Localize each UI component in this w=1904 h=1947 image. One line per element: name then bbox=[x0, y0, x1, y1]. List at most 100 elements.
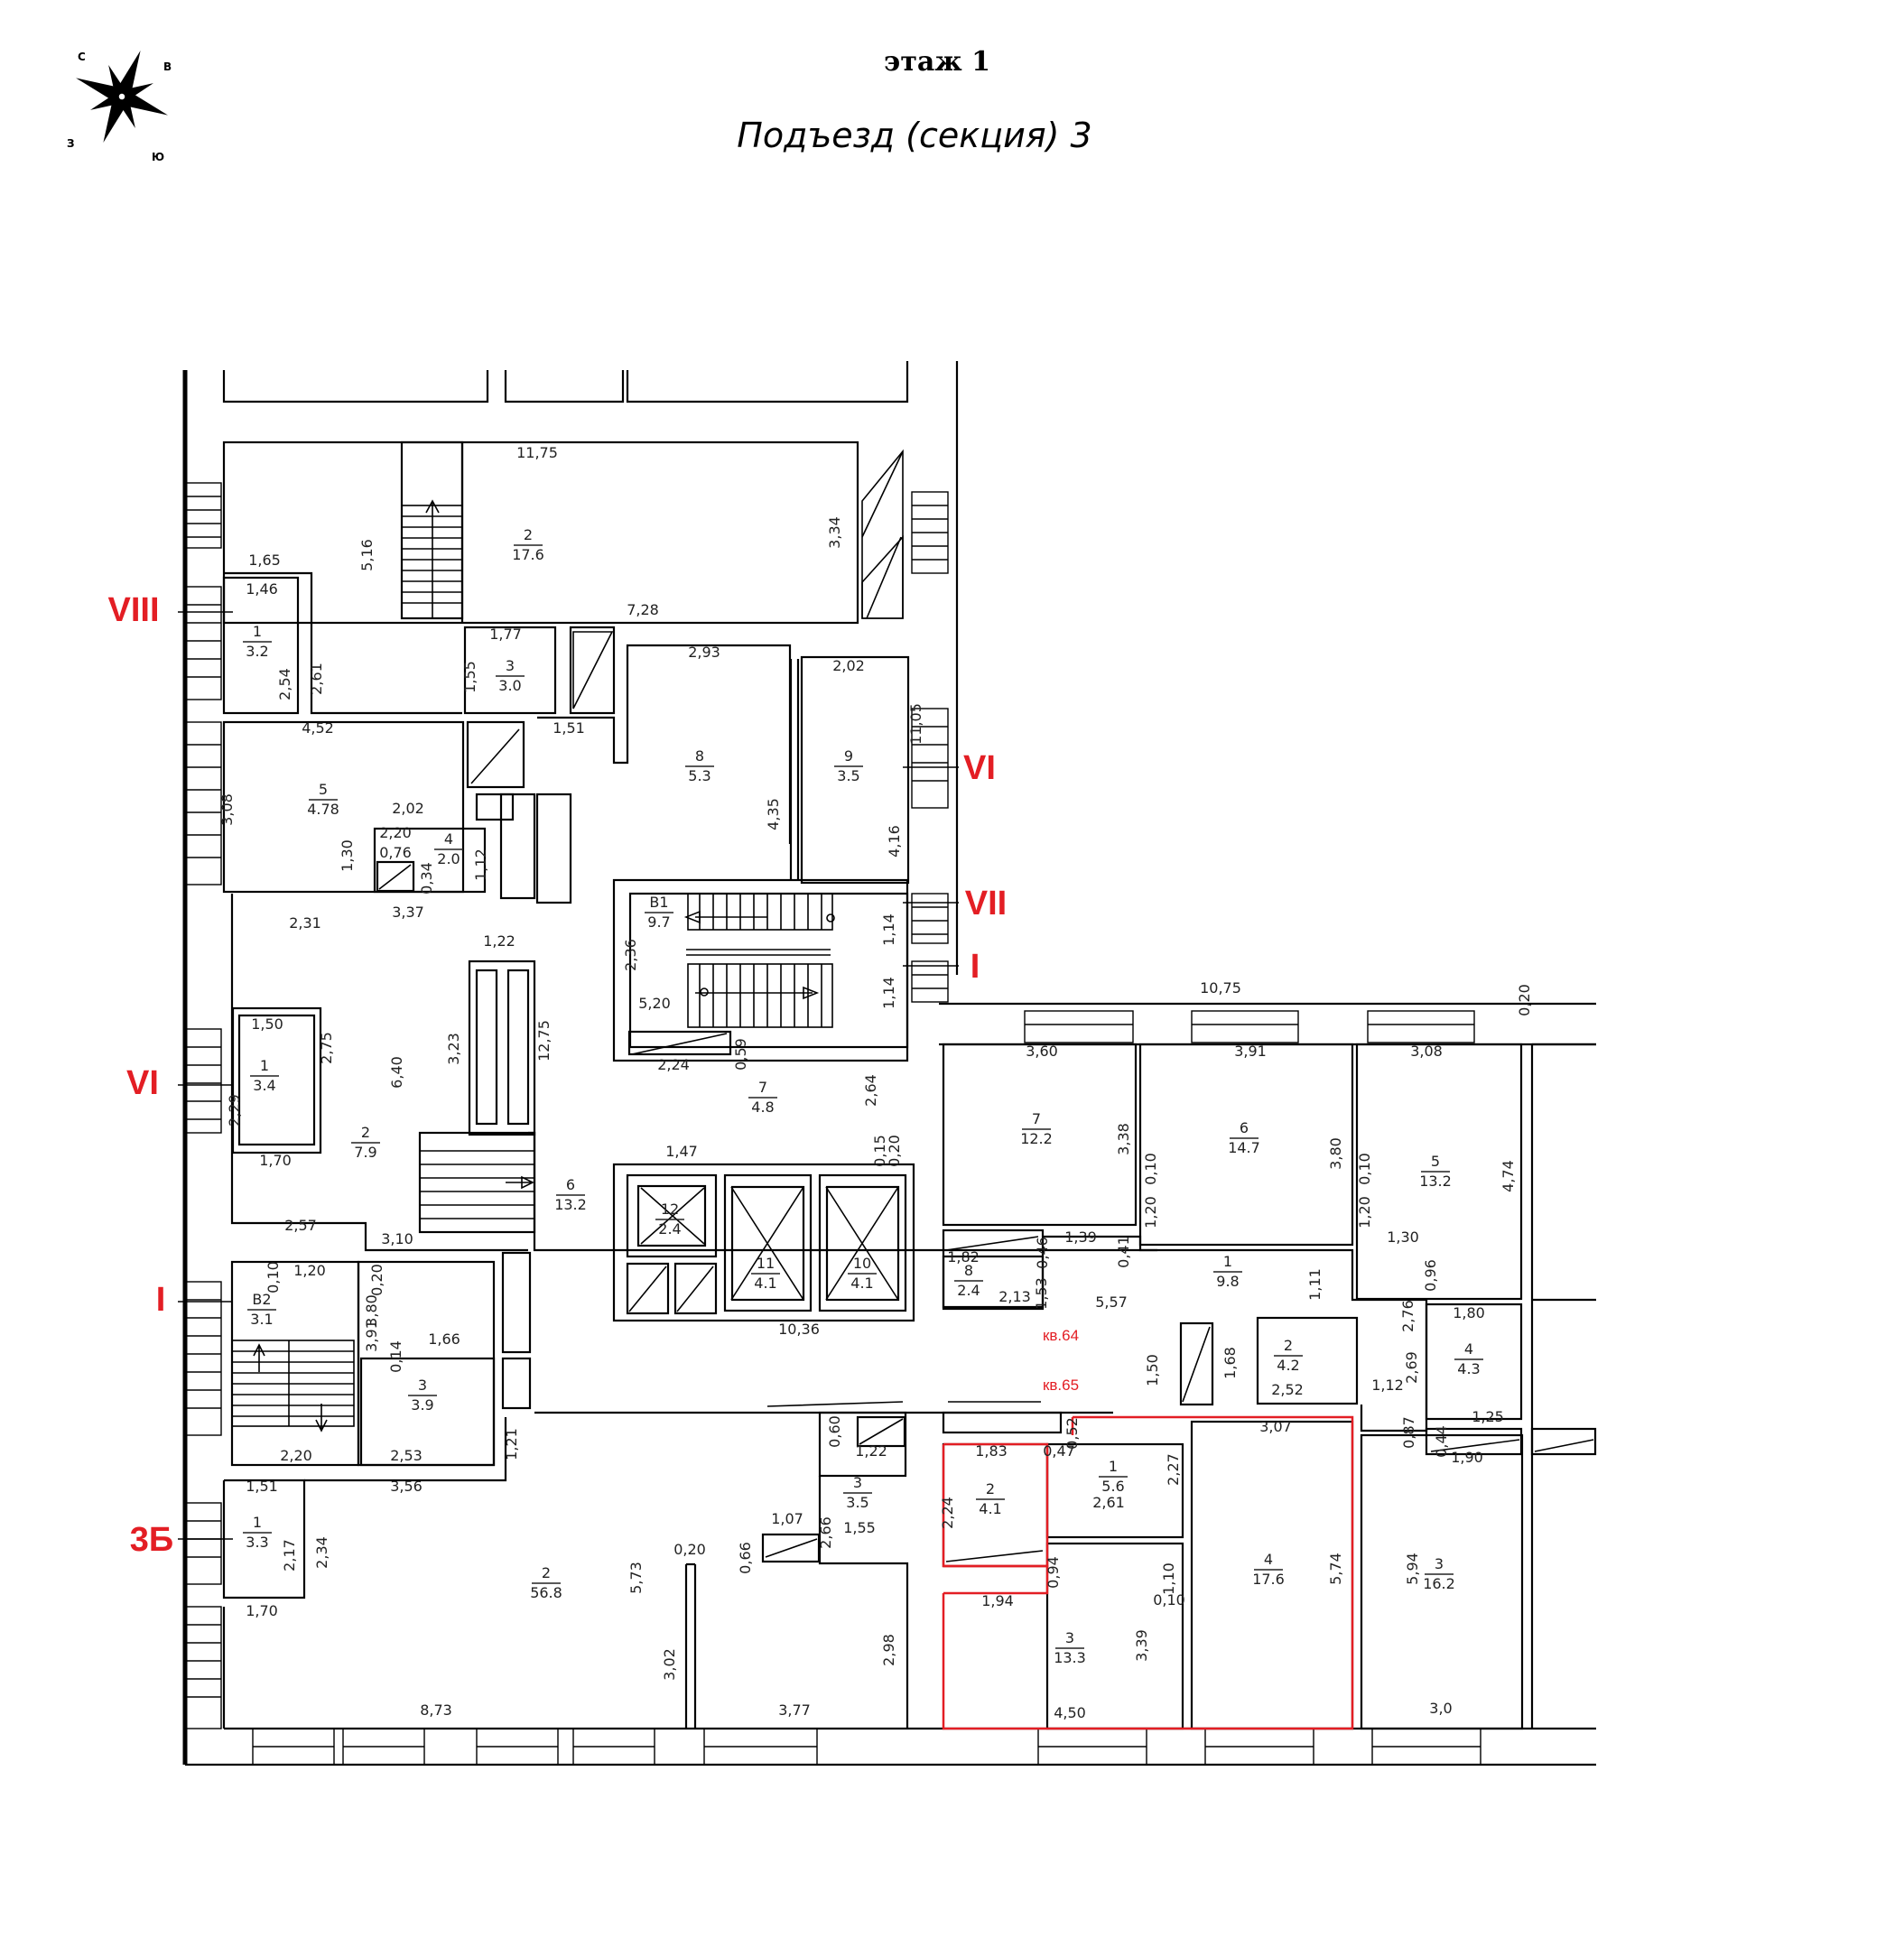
room-label: 513.2 bbox=[1419, 1153, 1452, 1190]
room-area: 4.8 bbox=[751, 1099, 774, 1116]
room-number: 1 bbox=[1109, 1458, 1118, 1475]
dimension-label: 1,12 bbox=[472, 848, 489, 881]
dimension-label: 1,21 bbox=[503, 1428, 520, 1460]
dimension-label: 1,51 bbox=[553, 719, 585, 737]
dimension-label: 1,66 bbox=[428, 1330, 460, 1348]
dimension-label: 1,20 bbox=[1142, 1196, 1159, 1228]
room-area: 2.0 bbox=[437, 850, 460, 867]
dimension-label: 1,70 bbox=[259, 1152, 292, 1169]
dimension-label: 4,50 bbox=[1054, 1704, 1086, 1721]
apartment-64-label: кв.64 bbox=[1043, 1327, 1079, 1344]
room-number: 6 bbox=[1240, 1119, 1249, 1136]
dimension-label: 1,22 bbox=[855, 1442, 887, 1460]
dimension-label: 1,30 bbox=[1387, 1228, 1419, 1246]
dimension-label: 0,47 bbox=[1043, 1442, 1075, 1460]
axis-left-i: I bbox=[156, 1281, 166, 1319]
room-label: 27.9 bbox=[351, 1124, 380, 1161]
dimension-label: 5,94 bbox=[1404, 1553, 1421, 1585]
room-area: 3.2 bbox=[246, 643, 268, 660]
room-number: 2 bbox=[1284, 1337, 1293, 1354]
room-area: 4.1 bbox=[850, 1275, 873, 1292]
dimension-label: 1,70 bbox=[246, 1602, 278, 1619]
room-label: 217.6 bbox=[512, 526, 544, 563]
room-labels: 217.613.233.054.7842.085.393.5В19.713.42… bbox=[243, 526, 1483, 1666]
room-area: 5.6 bbox=[1101, 1478, 1124, 1495]
room-area: 56.8 bbox=[530, 1584, 562, 1601]
dimension-label: 1,50 bbox=[251, 1015, 283, 1033]
room-number: 1 bbox=[260, 1057, 269, 1074]
room-number: 3 bbox=[1435, 1555, 1444, 1572]
dimension-label: 3,80 bbox=[363, 1294, 380, 1327]
dimension-label: 0,10 bbox=[265, 1261, 282, 1293]
dimension-label: 4,35 bbox=[765, 798, 782, 830]
dimension-label: 1,25 bbox=[1472, 1408, 1504, 1425]
dimension-label: 0,10 bbox=[1153, 1591, 1185, 1609]
room-area: 17.6 bbox=[512, 546, 544, 563]
dimension-label: 3,10 bbox=[381, 1230, 413, 1247]
dimension-label: 1,47 bbox=[665, 1143, 698, 1160]
room-label: 313.3 bbox=[1054, 1629, 1086, 1666]
room-number: 3 bbox=[853, 1474, 862, 1491]
room-number: 8 bbox=[964, 1262, 973, 1279]
dimension-label: 0,20 bbox=[1516, 984, 1533, 1016]
dimension-label: 12,75 bbox=[535, 1020, 553, 1062]
dimension-label: 2,64 bbox=[862, 1074, 879, 1107]
dimension-label: 1,94 bbox=[981, 1592, 1014, 1609]
dimension-label: 0,34 bbox=[418, 862, 435, 895]
room-area: 7.9 bbox=[354, 1144, 376, 1161]
dimension-label: 1,77 bbox=[489, 626, 522, 643]
compass-east: В bbox=[163, 60, 172, 73]
dimension-label: 0,94 bbox=[1045, 1556, 1062, 1589]
room-area: 2.4 bbox=[658, 1220, 681, 1238]
room-number: 4 bbox=[1264, 1551, 1273, 1568]
dimension-label: 1,55 bbox=[843, 1519, 876, 1536]
door-swings bbox=[378, 449, 1594, 1562]
room-label: 74.8 bbox=[748, 1079, 777, 1116]
dimension-label: 1,65 bbox=[248, 552, 281, 569]
dimension-label: 3,77 bbox=[778, 1701, 811, 1719]
axis-right-vii: VII bbox=[965, 885, 1007, 923]
room-number: 8 bbox=[695, 747, 704, 765]
dimension-label: 1,11 bbox=[1306, 1268, 1324, 1301]
room-area: 13.2 bbox=[1419, 1173, 1452, 1190]
dimension-label: 1,20 bbox=[293, 1262, 326, 1279]
room-label: 93.5 bbox=[834, 747, 863, 784]
dimension-label: 0,46 bbox=[1034, 1237, 1051, 1269]
room-area: 16.2 bbox=[1423, 1575, 1455, 1592]
dimension-label: 0,87 bbox=[1400, 1416, 1417, 1449]
dimension-label: 3,34 bbox=[826, 516, 843, 549]
room-label: 82.4 bbox=[954, 1262, 983, 1299]
dimension-label: 2,02 bbox=[832, 657, 865, 674]
windows bbox=[184, 482, 1481, 1766]
dimension-label: 3,08 bbox=[218, 793, 236, 826]
dimension-label: 0,52 bbox=[1063, 1417, 1081, 1450]
room-area: 14.7 bbox=[1228, 1139, 1260, 1156]
room-label: 19.8 bbox=[1213, 1253, 1242, 1290]
dimension-label: 11,05 bbox=[907, 703, 924, 745]
room-number: 9 bbox=[844, 747, 853, 765]
dimension-label: 1,14 bbox=[880, 977, 897, 1009]
dimension-label: 2,24 bbox=[939, 1497, 956, 1529]
stairs bbox=[231, 499, 835, 1432]
dimension-label: 1,07 bbox=[771, 1510, 803, 1527]
room-area: 13.3 bbox=[1054, 1649, 1086, 1666]
room-label: 33.5 bbox=[843, 1474, 872, 1511]
room-area: 9.8 bbox=[1216, 1273, 1239, 1290]
dimension-label: 3,39 bbox=[1133, 1629, 1150, 1662]
room-number: 1 bbox=[253, 1514, 262, 1531]
dimension-label: 2,29 bbox=[226, 1094, 243, 1126]
dimension-label: 0,76 bbox=[379, 844, 412, 861]
dimension-label: 1,46 bbox=[246, 580, 278, 598]
dimension-label: 3,60 bbox=[1026, 1043, 1058, 1060]
dimension-label: 0,20 bbox=[673, 1541, 706, 1558]
dimension-label: 0,66 bbox=[737, 1542, 754, 1574]
room-label: 122.4 bbox=[655, 1201, 684, 1238]
room-area: 13.2 bbox=[554, 1196, 587, 1213]
room-label: 13.3 bbox=[243, 1514, 272, 1551]
dimension-label: 2,20 bbox=[379, 824, 412, 841]
dimension-label: 2,17 bbox=[281, 1539, 298, 1572]
dimension-label: 2,34 bbox=[313, 1536, 330, 1569]
dimension-label: 10,75 bbox=[1200, 979, 1241, 997]
